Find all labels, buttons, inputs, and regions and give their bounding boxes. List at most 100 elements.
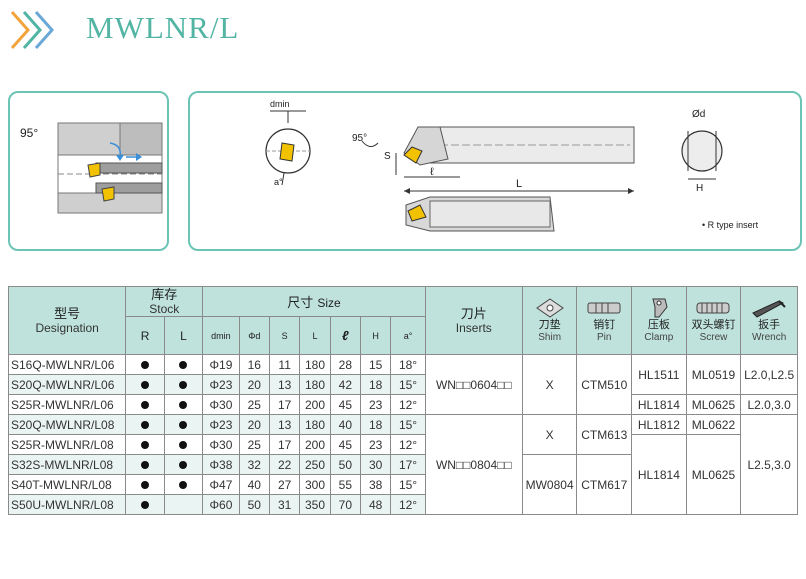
cell-designation: S20Q-MWLNR/L08 <box>7 414 127 435</box>
cell-stock-l <box>163 394 204 415</box>
r-type-insert-note: • R type insert <box>702 220 759 230</box>
diagram-left-panel: 95° <box>8 91 169 251</box>
table-row: S40T-MWLNR/L08 Φ47 40 27 300 55 38 15° <box>7 474 798 495</box>
clamp-cn: 压板 <box>647 319 670 331</box>
table-row: S25R-MWLNR/L08 Φ30 25 17 200 45 23 12° H… <box>7 434 798 515</box>
screw-en: Screw <box>699 332 728 343</box>
th-shim: 刀垫 Shim <box>521 286 578 355</box>
stock-dot-icon <box>141 420 150 429</box>
th-designation: 型号 Designation <box>7 286 127 355</box>
cell-phid: 20 <box>238 414 270 435</box>
cell-L: 200 <box>299 434 331 455</box>
table-row: S50U-MWLNR/L08 Φ60 50 31 350 70 48 12° <box>7 494 798 515</box>
cell-dmin: Φ19 <box>202 354 240 375</box>
th-wrench: 扳手 Wrench <box>740 286 798 355</box>
cell-stock-r <box>125 354 165 375</box>
designation-cn: 型号 <box>54 306 81 321</box>
cell-stock-r <box>125 494 165 515</box>
cell-a: 12° <box>390 494 426 515</box>
cell-L: 200 <box>299 394 331 415</box>
cell-shim-a: X <box>521 354 578 415</box>
th-s: S <box>268 316 301 355</box>
cell-pin-c: CTM617 <box>576 454 633 515</box>
cell-ell: 40 <box>329 414 362 435</box>
cell-H: 18 <box>359 414 392 435</box>
cell-stock-l <box>163 374 204 395</box>
cell-L: 350 <box>299 494 331 515</box>
cell-H: 30 <box>359 454 392 475</box>
approach-angle-label-2: 95° <box>352 133 367 144</box>
approach-angle-label: 95° <box>20 126 38 140</box>
cell-s: 13 <box>268 414 301 435</box>
cell-L: 250 <box>299 454 331 475</box>
height-h-label: H <box>696 183 703 194</box>
size-cn: 尺寸 <box>287 295 314 310</box>
cell-shim-b: X <box>521 414 578 455</box>
shim-icon <box>535 298 564 318</box>
cell-clamp-a: HL1511 <box>631 354 687 395</box>
stock-dot-icon <box>179 440 188 449</box>
cell-stock-l <box>163 434 204 455</box>
cell-ell: 50 <box>329 454 362 475</box>
cell-dmin: Φ23 <box>202 414 240 435</box>
cell-H: 23 <box>359 434 392 455</box>
length-L-label: L <box>516 178 522 190</box>
cell-a: 12° <box>390 434 426 455</box>
clamp-en: Clamp <box>644 332 674 343</box>
cell-designation: S20Q-MWLNR/L06 <box>7 374 127 395</box>
inserts-cn: 刀片 <box>460 306 487 321</box>
cell-a: 15° <box>390 374 426 395</box>
cell-screw-d: ML0625 <box>685 434 742 515</box>
screw-icon <box>696 302 730 314</box>
th-H: H <box>359 316 392 355</box>
th-screw: 双头螺钉 Screw <box>685 286 742 355</box>
cell-ell: 45 <box>329 434 362 455</box>
cell-phid: 25 <box>238 394 270 415</box>
cell-ell: 45 <box>329 394 362 415</box>
th-inserts: 刀片 Inserts <box>424 286 523 355</box>
stock-dot-icon <box>141 400 150 409</box>
cell-stock-l <box>163 414 204 435</box>
stock-dot-icon <box>141 380 150 389</box>
cell-L: 180 <box>299 354 331 375</box>
cell-H: 18 <box>359 374 392 395</box>
stock-dot-icon <box>179 400 188 409</box>
rake-angle-label: a° <box>274 177 283 187</box>
pin-cn: 销钉 <box>593 319 616 331</box>
cell-s: 27 <box>268 474 301 495</box>
cell-H: 38 <box>359 474 392 495</box>
wrench-en: Wrench <box>751 332 787 343</box>
cell-stock-r <box>125 434 165 455</box>
cell-s: 22 <box>268 454 301 475</box>
pin-icon <box>587 302 621 314</box>
cell-phid: 25 <box>238 434 270 455</box>
screw-cn: 双头螺钉 <box>691 319 736 331</box>
table-row: S25R-MWLNR/L06 Φ30 25 17 200 45 23 12° H… <box>7 394 798 415</box>
cell-stock-l <box>163 454 204 475</box>
cell-dmin: Φ60 <box>202 494 240 515</box>
cell-dmin: Φ30 <box>202 434 240 455</box>
cell-phid: 20 <box>238 374 270 395</box>
cell-designation: S50U-MWLNR/L08 <box>7 494 127 515</box>
cell-ell: 42 <box>329 374 362 395</box>
cell-a: 15° <box>390 474 426 495</box>
cell-L: 180 <box>299 414 331 435</box>
th-dmin: dmin <box>202 316 240 355</box>
cell-s: 31 <box>268 494 301 515</box>
cell-wrench-b: L2.0,3.0 <box>740 394 798 415</box>
cell-H: 48 <box>359 494 392 515</box>
cell-designation: S25R-MWLNR/L08 <box>7 434 127 455</box>
cell-ell: 28 <box>329 354 362 375</box>
cell-a: 17° <box>390 454 426 475</box>
stock-en: Stock <box>149 302 180 316</box>
table-row: S16Q-MWLNR/L06 Φ19 16 11 180 28 15 18° W… <box>7 354 798 415</box>
stock-dot-icon <box>179 360 188 369</box>
stock-dot-icon <box>179 460 188 469</box>
cell-designation: S32S-MWLNR/L08 <box>7 454 127 475</box>
cell-phid: 32 <box>238 454 270 475</box>
th-clamp: 压板 Clamp <box>631 286 687 355</box>
cell-ell: 55 <box>329 474 362 495</box>
clamp-icon <box>652 298 668 318</box>
cell-designation: S16Q-MWLNR/L06 <box>7 354 127 375</box>
stock-cn: 库存 <box>151 287 178 303</box>
